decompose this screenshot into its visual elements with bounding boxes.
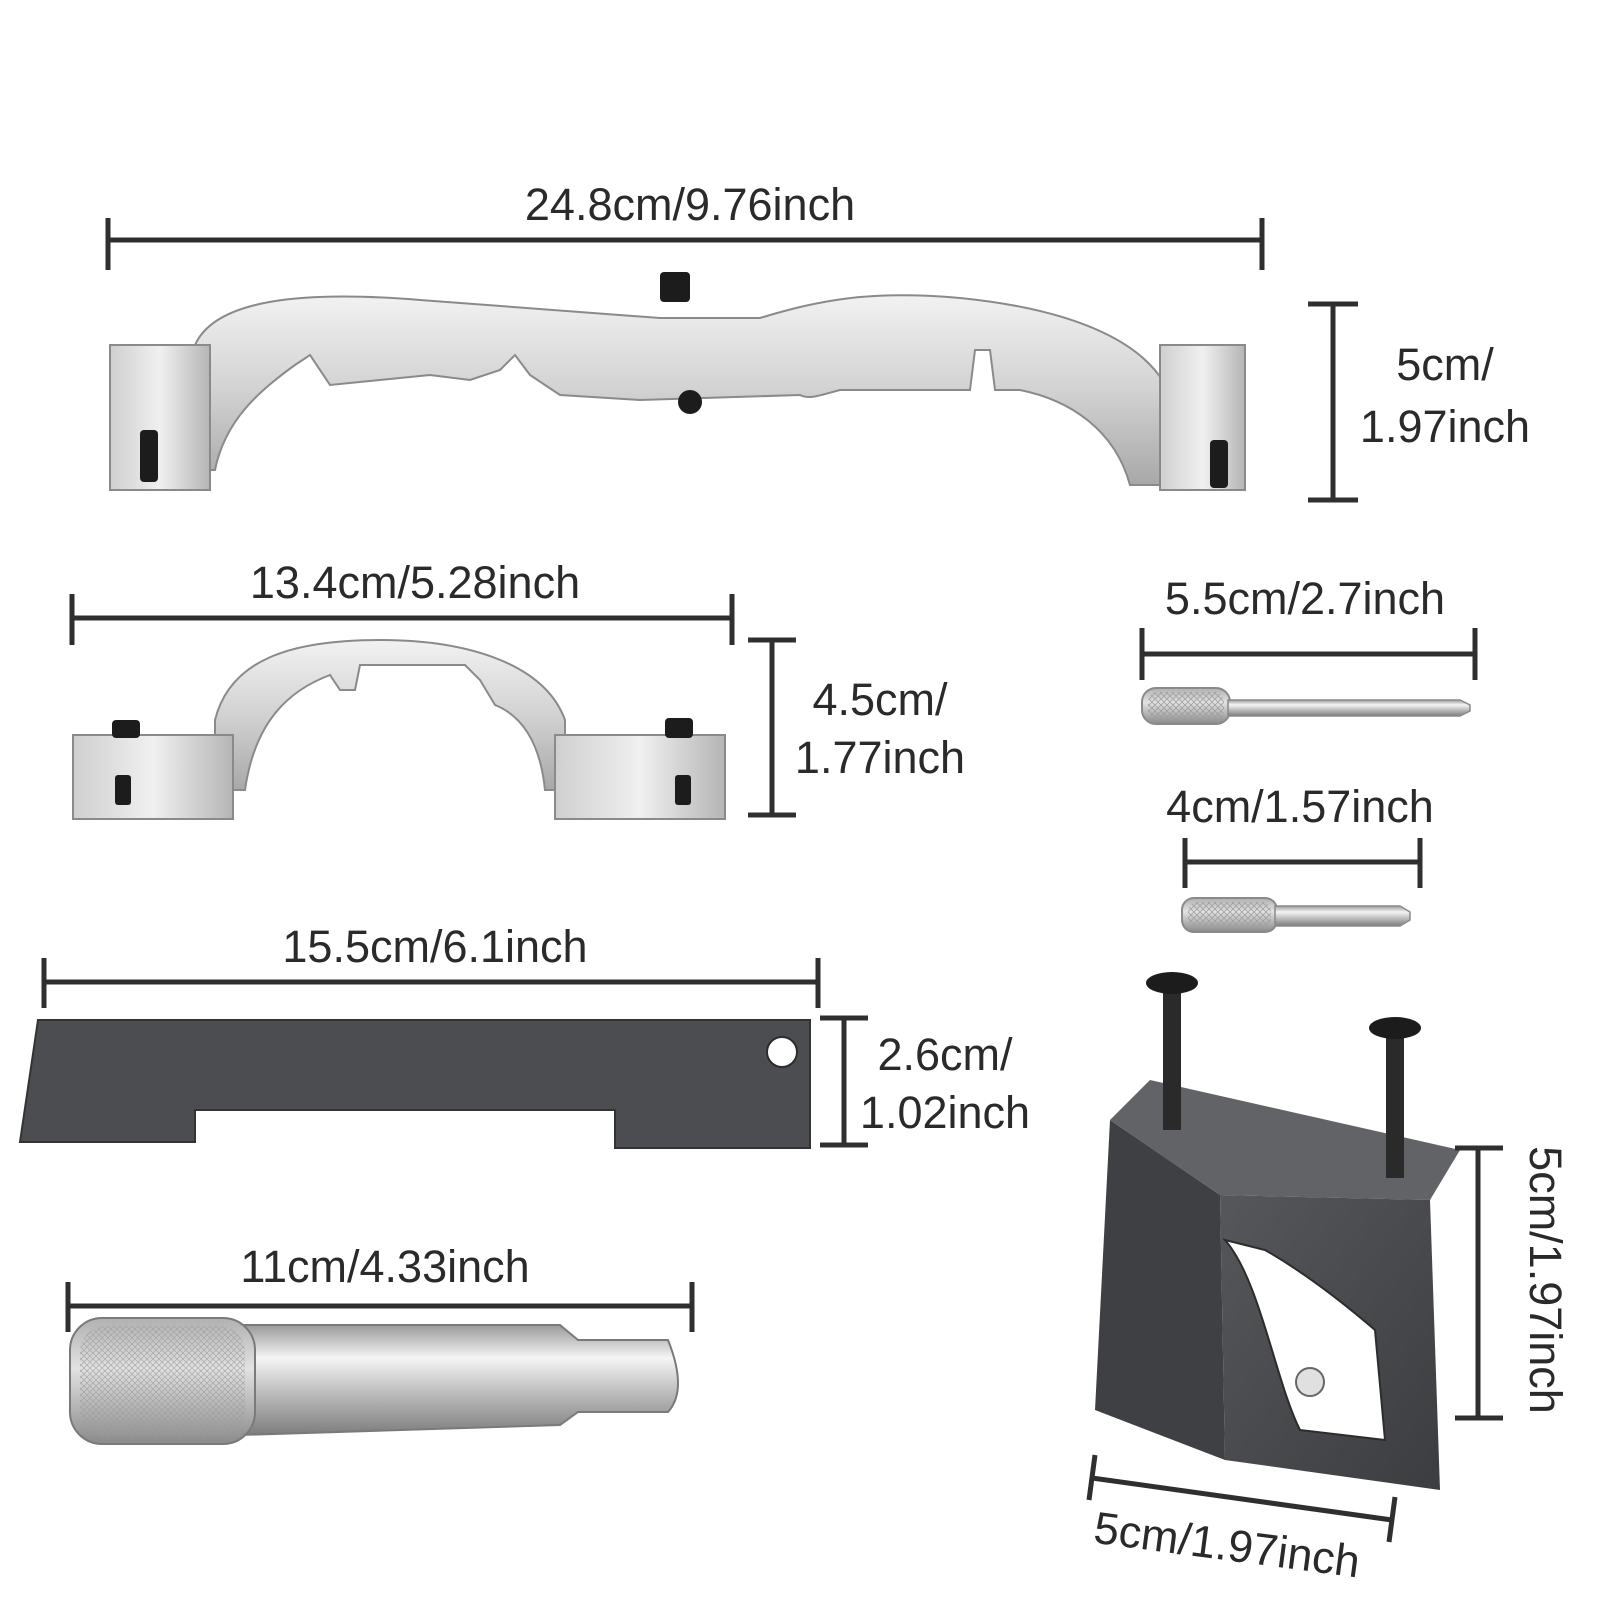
long-pin	[1141, 687, 1471, 725]
small-bracket-left-block	[72, 734, 234, 820]
small-bracket-height-label-in: 1.77inch	[795, 732, 965, 783]
large-bracket-height-label-cm: 5cm/	[1396, 339, 1494, 390]
block-bolt-left-head	[1146, 972, 1198, 994]
short-pin-length-label: 4cm/1.57inch	[1166, 781, 1434, 832]
block-top-face	[1110, 1080, 1460, 1200]
plate-length-label: 15.5cm/6.1inch	[282, 921, 587, 972]
rod-shaft	[239, 1324, 679, 1437]
short-pin	[1181, 897, 1411, 933]
small-bracket-height-label-cm: 4.5cm/	[812, 674, 948, 725]
locking-block	[1095, 972, 1460, 1490]
rod-length-label: 11cm/4.33inch	[240, 1241, 529, 1292]
large-bracket-top-bolt	[660, 272, 690, 302]
block-bolt-right-shaft	[1386, 1030, 1404, 1178]
large-bracket-arm	[194, 294, 1171, 486]
large-bracket	[109, 272, 1246, 491]
large-bracket-left-block	[109, 344, 211, 491]
large-bracket-center-bolt	[678, 390, 702, 414]
large-bracket-width-label: 24.8cm/9.76inch	[525, 179, 855, 230]
plate-height-label-in: 1.02inch	[860, 1087, 1030, 1138]
small-bracket-left-top-bolt	[112, 720, 140, 738]
plate-height-label-cm: 2.6cm/	[877, 1029, 1013, 1080]
block-height-label: 5cm/1.97inch	[1520, 1146, 1571, 1414]
block-width-label: 5cm/1.97inch	[1091, 1502, 1363, 1587]
large-bracket-height-label-in: 1.97inch	[1360, 401, 1530, 452]
large-bracket-left-pin	[140, 430, 158, 482]
long-pin-shaft	[1227, 699, 1471, 717]
small-bracket-right-pin	[675, 775, 691, 805]
locking-rod	[69, 1317, 679, 1445]
dimension-lines	[41, 218, 1503, 1543]
small-bracket-right-block	[554, 734, 726, 820]
block-cutout	[1222, 1238, 1387, 1442]
short-pin-shaft	[1274, 905, 1411, 927]
small-bracket-left-pin	[115, 775, 131, 805]
small-bracket-right-top-bolt	[665, 718, 693, 738]
block-left-face	[1095, 1120, 1225, 1460]
small-bracket-width-label: 13.4cm/5.28inch	[250, 557, 580, 608]
block-bolt-left-shaft	[1163, 985, 1181, 1130]
small-bracket	[72, 638, 726, 820]
small-bracket-arm	[214, 638, 566, 791]
flat-plate-hole	[766, 1036, 798, 1068]
large-bracket-right-pin	[1210, 440, 1228, 488]
flat-plate-body	[18, 1019, 811, 1149]
flat-plate	[18, 1019, 811, 1149]
block-inner-pin	[1295, 1367, 1325, 1397]
block-bolt-right-head	[1369, 1017, 1421, 1039]
large-bracket-right-block	[1159, 344, 1246, 491]
long-pin-length-label: 5.5cm/2.7inch	[1165, 573, 1445, 624]
